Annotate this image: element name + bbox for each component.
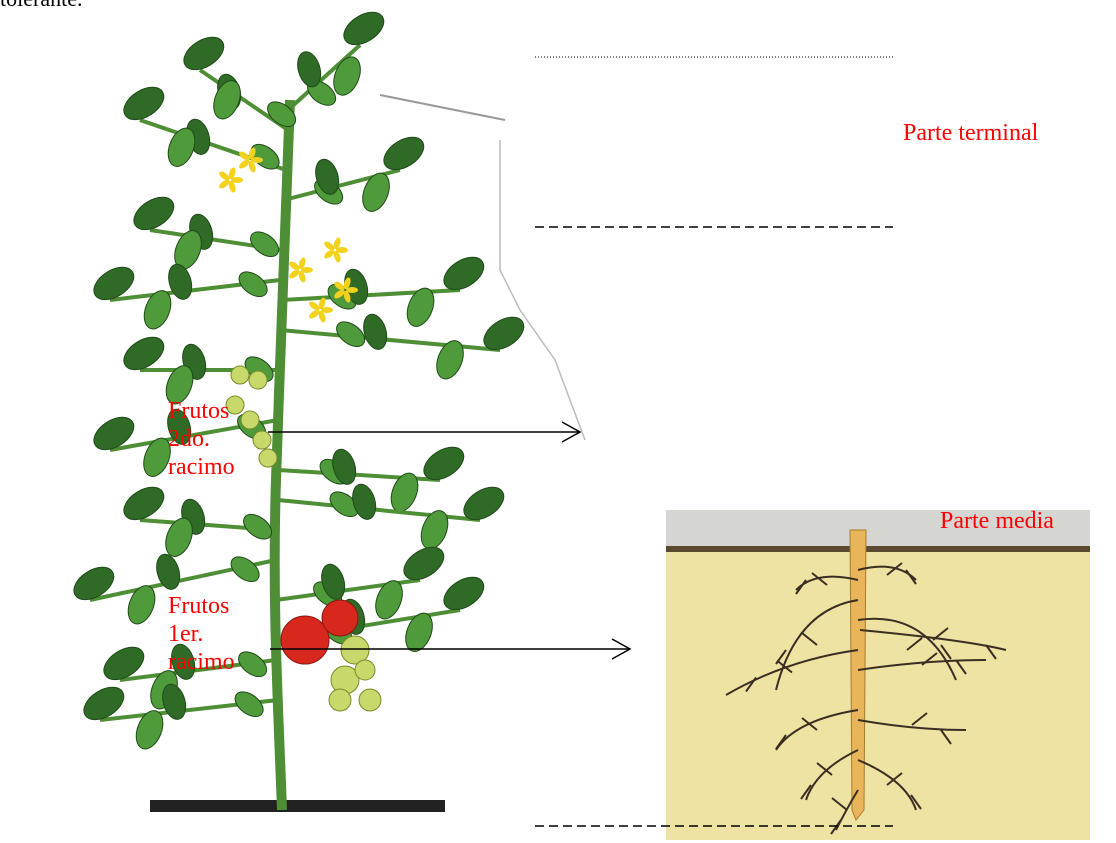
label-fruit-2nd-cluster: Frutos 2do. racimo xyxy=(168,397,235,481)
green-fruit xyxy=(253,431,271,449)
label-line: racimo xyxy=(168,648,235,676)
leaf xyxy=(209,77,246,123)
green-fruit xyxy=(259,449,277,467)
red-fruit xyxy=(322,600,358,636)
ground-strip xyxy=(150,800,445,812)
label-line: 2do. xyxy=(168,425,235,453)
green-fruit xyxy=(241,411,259,429)
label-fruit-1st-cluster: Frutos 1er. racimo xyxy=(168,592,235,676)
taproot xyxy=(850,530,866,820)
soil-surface xyxy=(666,546,1090,552)
label-parte-terminal: Parte terminal xyxy=(903,119,1038,147)
branch xyxy=(280,330,500,350)
leaf xyxy=(332,317,369,352)
leaf xyxy=(231,687,268,722)
leaf xyxy=(235,267,272,302)
tomato-plant-illustration xyxy=(0,0,600,843)
leaf xyxy=(227,552,264,587)
leaf xyxy=(360,311,391,352)
green-fruit xyxy=(249,371,267,389)
branch xyxy=(278,500,480,520)
yellow-fruit xyxy=(329,689,351,711)
leaf xyxy=(234,647,271,682)
background-sketch-line xyxy=(380,95,505,120)
label-line: racimo xyxy=(168,453,235,481)
leaf xyxy=(378,131,429,177)
leaf xyxy=(338,6,389,52)
label-line: 1er. xyxy=(168,620,235,648)
red-fruit xyxy=(281,616,329,664)
yellow-fruit xyxy=(355,660,375,680)
leaf xyxy=(246,227,283,262)
leaf xyxy=(123,582,160,628)
leaf xyxy=(358,169,395,215)
green-fruit xyxy=(231,366,249,384)
background-sketch-outline xyxy=(500,140,585,440)
root-system-illustration xyxy=(666,510,1090,840)
leaf xyxy=(178,31,229,77)
label-line: Frutos xyxy=(168,592,235,620)
leaf xyxy=(398,541,449,587)
label-line: Frutos xyxy=(168,397,235,425)
yellow-fruit xyxy=(359,689,381,711)
leaf xyxy=(438,571,489,617)
label-parte-media: Parte media xyxy=(940,507,1054,535)
